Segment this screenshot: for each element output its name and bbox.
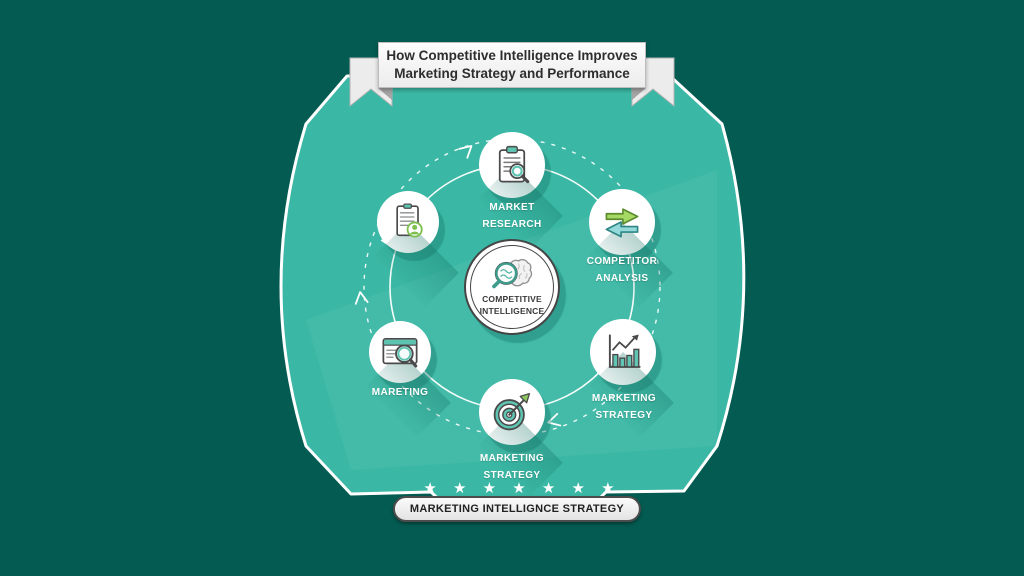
bar-chart-growth-icon <box>608 334 641 368</box>
document-user-badge-icon <box>396 203 423 238</box>
browser-search-icon <box>382 338 418 368</box>
node-report <box>377 191 439 253</box>
center-label-line2: INTELLIGENCE <box>479 305 545 316</box>
title-line-2: Marketing Strategy and Performance <box>394 66 630 81</box>
node-marketing-strategy-target <box>479 379 545 445</box>
center-node-competitive-intelligence: COMPETITIVE INTELLIGENCE <box>464 239 560 335</box>
target-dart-icon <box>493 393 531 431</box>
node-marketing-strategy-chart <box>590 319 656 385</box>
exchange-arrows-icon <box>605 208 639 238</box>
label-competitor-analysis: COMPETITOR ANALYSIS <box>586 256 658 284</box>
title-banner: How Competitive Intelligence Improves Ma… <box>378 42 646 88</box>
label-market-research: MARKET RESEARCH <box>482 202 542 230</box>
node-market-research <box>479 132 545 198</box>
brain-magnifier-icon <box>492 259 533 289</box>
label-marketing-strategy-chart: MARKETING STRATEGY <box>591 393 657 421</box>
label-mareting: MARETING <box>371 387 429 398</box>
flow-arrow-icon <box>547 413 562 427</box>
star-rating-row: ★ ★ ★ ★ ★ ★ ★ <box>423 480 621 497</box>
label-marketing-strategy-target: MARKETING STRATEGY <box>479 453 545 481</box>
node-competitor-analysis <box>589 189 655 255</box>
center-label-line1: COMPETITIVE <box>482 294 542 305</box>
footer-pill-label: MARKETING INTELLIGNCE STRATEGY <box>392 496 642 522</box>
flow-arrow-icon <box>354 291 369 305</box>
node-mareting <box>369 321 431 383</box>
center-node-label: COMPETITIVE INTELLIGENCE <box>480 294 545 316</box>
clipboard-magnifier-icon <box>498 145 530 184</box>
title-line-1: How Competitive Intelligence Improves <box>386 47 638 63</box>
flow-arrow-icon <box>458 145 473 159</box>
